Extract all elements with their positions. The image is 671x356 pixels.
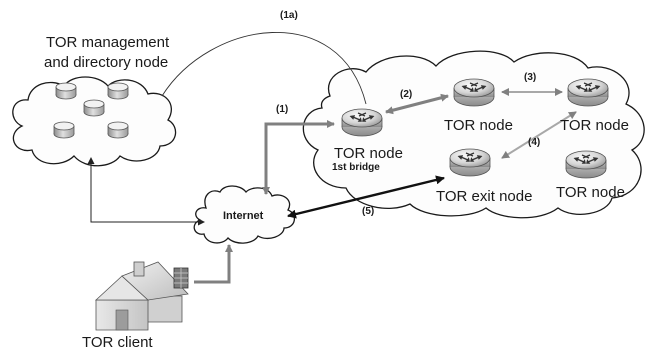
link-5	[287, 175, 445, 219]
database-icon	[53, 121, 75, 139]
directory-cloud	[12, 76, 177, 167]
tor-node-3: TOR node	[560, 78, 629, 134]
control-link-1a	[161, 32, 367, 105]
tor-exit-node-label: TOR exit node	[436, 188, 532, 205]
bridge-node: TOR node 1st bridge	[332, 108, 403, 173]
firewall-icon	[173, 267, 189, 289]
step-4-label: (4)	[528, 137, 540, 148]
database-icon	[83, 99, 105, 117]
bridge-subtitle: 1st bridge	[332, 162, 380, 173]
client-house-icon	[94, 261, 189, 331]
tor-node-2-label: TOR node	[444, 117, 513, 134]
step-3-label: (3)	[524, 72, 536, 83]
management-node-label: TOR management	[46, 34, 170, 51]
internet-label: Internet	[223, 210, 264, 222]
step-2-label: (2)	[400, 89, 412, 100]
router-icon	[341, 108, 383, 137]
database-icon	[107, 121, 129, 139]
tor-node-3-label: TOR node	[560, 117, 629, 134]
directory-internet-link	[87, 157, 205, 226]
router-icon	[449, 148, 491, 177]
bridge-node-label: TOR node	[334, 145, 403, 162]
step-1a-label: (1a)	[280, 10, 298, 21]
step-5-label: (5)	[362, 206, 374, 217]
tor-node-2: TOR node	[444, 78, 513, 134]
database-icon	[107, 82, 129, 100]
tor-node-5-label: TOR node	[556, 184, 625, 201]
router-icon	[453, 78, 495, 107]
router-icon	[567, 78, 609, 107]
client-internet-link	[194, 244, 233, 284]
client-label: TOR client	[82, 334, 153, 351]
management-node-label: and directory node	[44, 54, 168, 71]
internet-cloud	[193, 185, 295, 244]
tor-node-5: TOR node	[556, 150, 625, 201]
tor-exit-node: TOR exit node	[436, 148, 532, 205]
step-1-label: (1)	[276, 104, 288, 115]
link-2	[385, 93, 449, 115]
link-4	[501, 111, 577, 159]
router-icon	[565, 150, 607, 179]
database-icon	[55, 82, 77, 100]
link-1	[262, 120, 335, 195]
